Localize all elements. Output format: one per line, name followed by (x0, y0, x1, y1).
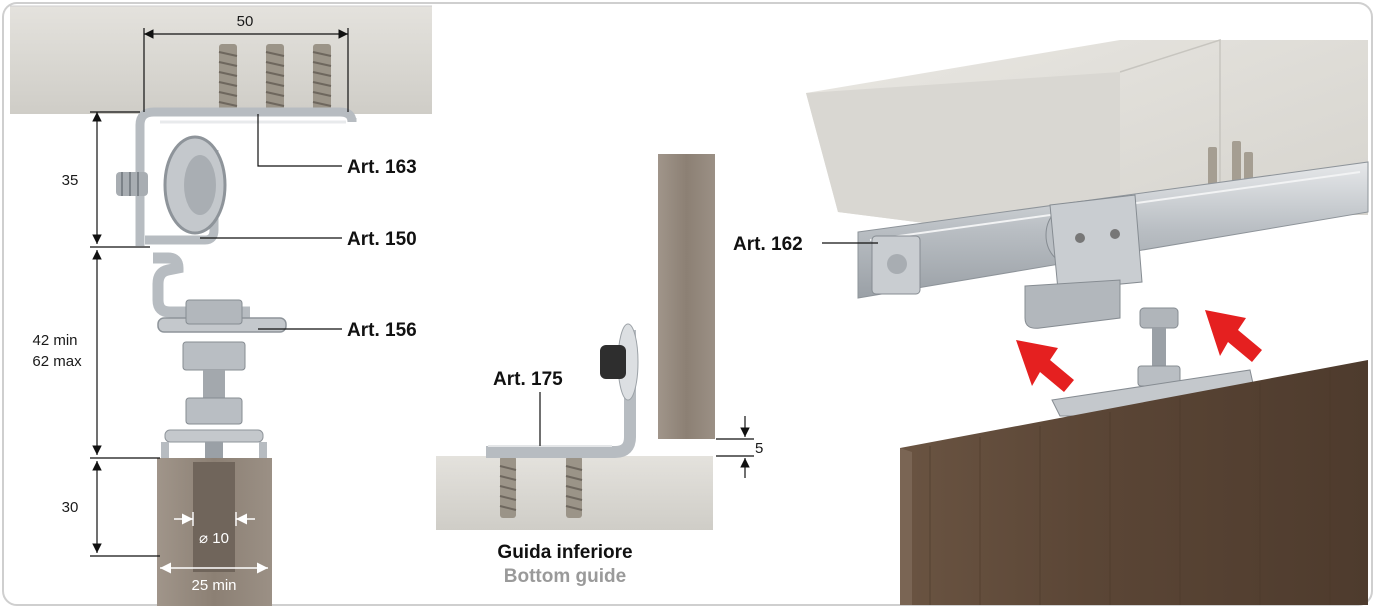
z-bracket (152, 252, 250, 318)
right-section: Art. 162 (733, 38, 1369, 605)
label-art-175: Art. 175 (493, 369, 563, 390)
dim-gap: 5 (755, 440, 763, 457)
leader-line-175 (539, 392, 754, 478)
dimension-lines (90, 28, 349, 557)
caption-english: Bottom guide (504, 566, 626, 587)
door-panel-middle (658, 154, 715, 439)
dim-height-upper: 35 (62, 172, 79, 189)
anchor-screws (218, 44, 332, 114)
floor-screws (499, 456, 583, 518)
dim-height-lower: 30 (62, 499, 79, 516)
caption-italian: Guida inferiore (497, 542, 632, 563)
trolley-wheel (116, 135, 227, 235)
label-art-150: Art. 150 (347, 229, 417, 250)
dim-width-bottom: 25 min (191, 577, 236, 594)
door-slot (193, 462, 235, 572)
dim-height-middle-max: 62 max (32, 353, 82, 370)
dim-width-top: 50 (237, 13, 254, 30)
dim-height-middle-min: 42 min (32, 332, 77, 349)
label-art-156: Art. 156 (347, 320, 417, 341)
dimension-lines-white (160, 512, 268, 574)
label-art-163: Art. 163 (347, 157, 417, 178)
leader-lines-left (200, 114, 342, 330)
trolley-assembly (1024, 194, 1181, 387)
dim-diameter: ⌀ 10 (199, 530, 229, 547)
left-section: 50 35 42 min 62 max 30 ⌀ 10 25 min Art. … (10, 5, 432, 606)
red-arrow-icon (1205, 310, 1262, 362)
door-panel-right (900, 360, 1368, 605)
bolt-assembly (161, 299, 267, 490)
bottom-guide-bracket (486, 323, 639, 458)
red-arrow-icon (1016, 340, 1074, 392)
middle-section: Art. 175 5 Guida inferiore Bottom guide (436, 154, 763, 587)
label-art-162: Art. 162 (733, 234, 803, 255)
